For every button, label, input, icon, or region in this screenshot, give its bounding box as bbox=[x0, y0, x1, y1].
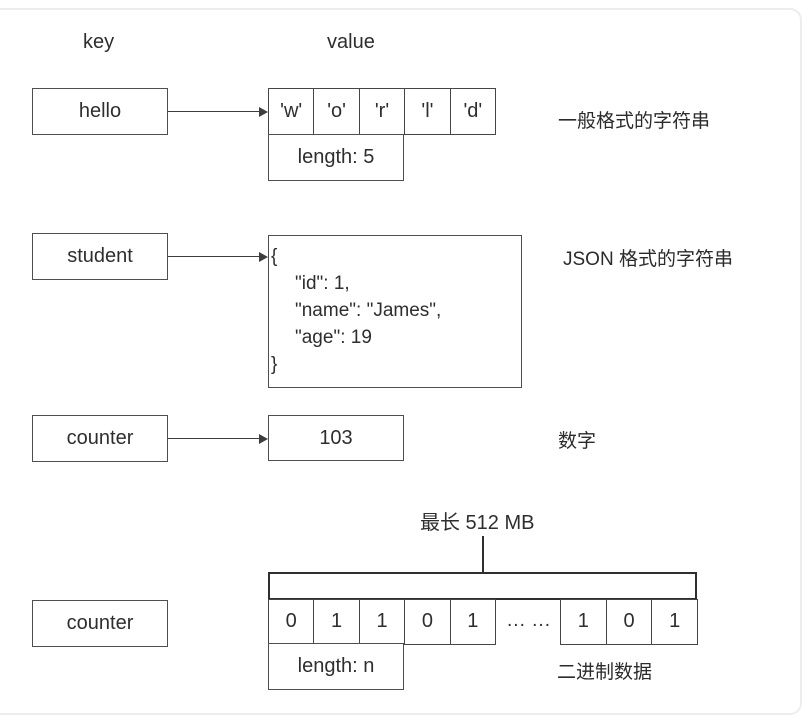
bit-cell: 0 bbox=[607, 599, 653, 644]
char-cell: 'w' bbox=[269, 89, 315, 134]
ellipsis-text: ... ... bbox=[507, 610, 551, 631]
arrow-line bbox=[168, 110, 259, 113]
bit-cell: 1 bbox=[314, 599, 360, 644]
arrow-head-icon bbox=[259, 433, 268, 444]
arrow-connector bbox=[168, 433, 268, 444]
value-column-header: value bbox=[327, 31, 375, 53]
row-note-number: 数字 bbox=[558, 431, 597, 452]
bit-cell-row-left: 0 1 1 0 1 bbox=[268, 598, 496, 645]
char-cell: 'r' bbox=[360, 89, 406, 134]
arrow-line bbox=[168, 255, 259, 258]
row-note-json-string: JSON 格式的字符串 bbox=[563, 249, 733, 270]
length-box: length: 5 bbox=[268, 133, 404, 181]
bit-cell-row-right: 1 0 1 bbox=[560, 598, 698, 645]
row-note-plain-string: 一般格式的字符串 bbox=[558, 111, 711, 132]
arrow-connector bbox=[168, 106, 268, 117]
arrow-head-icon bbox=[259, 251, 268, 262]
json-line: "id": 1, bbox=[295, 273, 350, 294]
number-value-box: 103 bbox=[268, 415, 404, 461]
bit-cell: 1 bbox=[467, 610, 479, 632]
bit-cell: 1 bbox=[669, 610, 681, 632]
json-line: "age": 19 bbox=[295, 327, 372, 348]
char-cell: 'o' bbox=[314, 89, 360, 134]
bit-cell: 0 bbox=[405, 599, 451, 644]
key-box-hello: hello bbox=[32, 88, 168, 135]
bit-cell: 1 bbox=[561, 599, 607, 644]
key-box-counter: counter bbox=[32, 415, 168, 462]
key-box-counter-binary: counter bbox=[32, 600, 168, 647]
bit-cell: 1 bbox=[360, 599, 406, 644]
key-column-header: key bbox=[83, 31, 115, 53]
bit-cell: 0 bbox=[269, 599, 315, 644]
json-line: "name": "James", bbox=[295, 300, 442, 321]
key-box-student: student bbox=[32, 233, 168, 280]
char-cell: 'd' bbox=[463, 100, 483, 122]
char-cell: 'l' bbox=[405, 89, 451, 134]
char-cell-row: 'w' 'o' 'r' 'l' 'd' bbox=[268, 88, 496, 135]
json-value-box: { "id": 1, "name": "James", "age": 19 } bbox=[268, 235, 522, 388]
arrow-connector bbox=[168, 251, 268, 262]
json-line: { bbox=[271, 246, 278, 267]
length-box: length: n bbox=[268, 643, 404, 690]
span-bracket bbox=[268, 572, 697, 600]
row-note-binary: 二进制数据 bbox=[557, 662, 653, 683]
max-size-label: 最长 512 MB bbox=[420, 512, 535, 534]
annotation-line bbox=[482, 536, 484, 572]
arrow-line bbox=[168, 437, 259, 440]
arrow-head-icon bbox=[259, 106, 268, 117]
json-line: } bbox=[271, 354, 278, 375]
